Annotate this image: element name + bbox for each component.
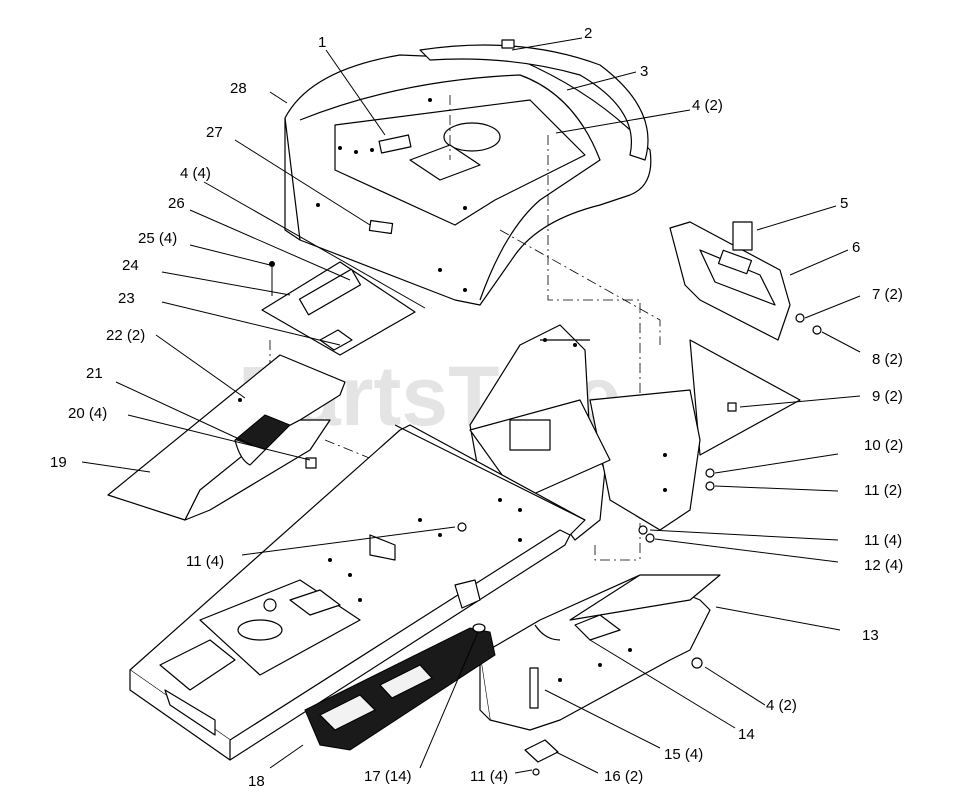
callout-11d: 11 (4) — [186, 553, 224, 570]
callout-24: 24 — [122, 257, 139, 274]
callout-28: 28 — [230, 80, 247, 97]
callout-4c: 4 (4) — [180, 165, 211, 182]
callout-7: 7 (2) — [872, 286, 903, 303]
right-footrest-part — [479, 574, 721, 776]
callout-12: 12 (4) — [864, 557, 903, 574]
callout-2: 2 — [584, 25, 592, 42]
callout-26: 26 — [168, 195, 185, 212]
floor-mat-part — [304, 623, 496, 751]
callout-9: 9 (2) — [872, 388, 903, 405]
callout-13: 13 — [862, 627, 879, 644]
callout-22: 22 (2) — [106, 327, 145, 344]
callout-18: 18 — [248, 773, 265, 790]
callout-3: 3 — [640, 63, 648, 80]
callout-14: 14 — [738, 726, 755, 743]
console-frame-part — [469, 324, 737, 543]
callout-23: 23 — [118, 290, 135, 307]
callout-11a: 11 (2) — [864, 482, 902, 499]
callout-labels: 1 2 3 4 (2) 5 6 7 (2) 8 (2) 9 (2) 10 (2)… — [50, 25, 903, 790]
callout-4a: 4 (2) — [692, 97, 723, 114]
callout-15: 15 (4) — [664, 746, 703, 763]
callout-19: 19 — [50, 454, 67, 471]
callout-25: 25 (4) — [138, 230, 177, 247]
callout-16: 16 (2) — [604, 768, 643, 785]
callout-20: 20 (4) — [68, 405, 107, 422]
leader-lines — [81, 37, 861, 774]
callout-6: 6 — [852, 239, 860, 256]
callout-1: 1 — [318, 34, 326, 51]
callout-27: 27 — [206, 124, 223, 141]
callout-11c: 11 (4) — [470, 768, 508, 785]
callout-17: 17 (14) — [364, 768, 412, 785]
side-panel-part — [669, 221, 822, 456]
left-footrest-part — [107, 354, 346, 521]
main-frame-part — [129, 424, 586, 761]
callout-21: 21 — [86, 365, 103, 382]
callout-10: 10 (2) — [864, 437, 903, 454]
callout-4b: 4 (2) — [766, 697, 797, 714]
hood-part — [284, 39, 652, 306]
callout-11b: 11 (4) — [864, 532, 902, 549]
callout-8: 8 (2) — [872, 351, 903, 368]
callout-5: 5 — [840, 195, 848, 212]
dash-panel-part — [261, 261, 416, 356]
